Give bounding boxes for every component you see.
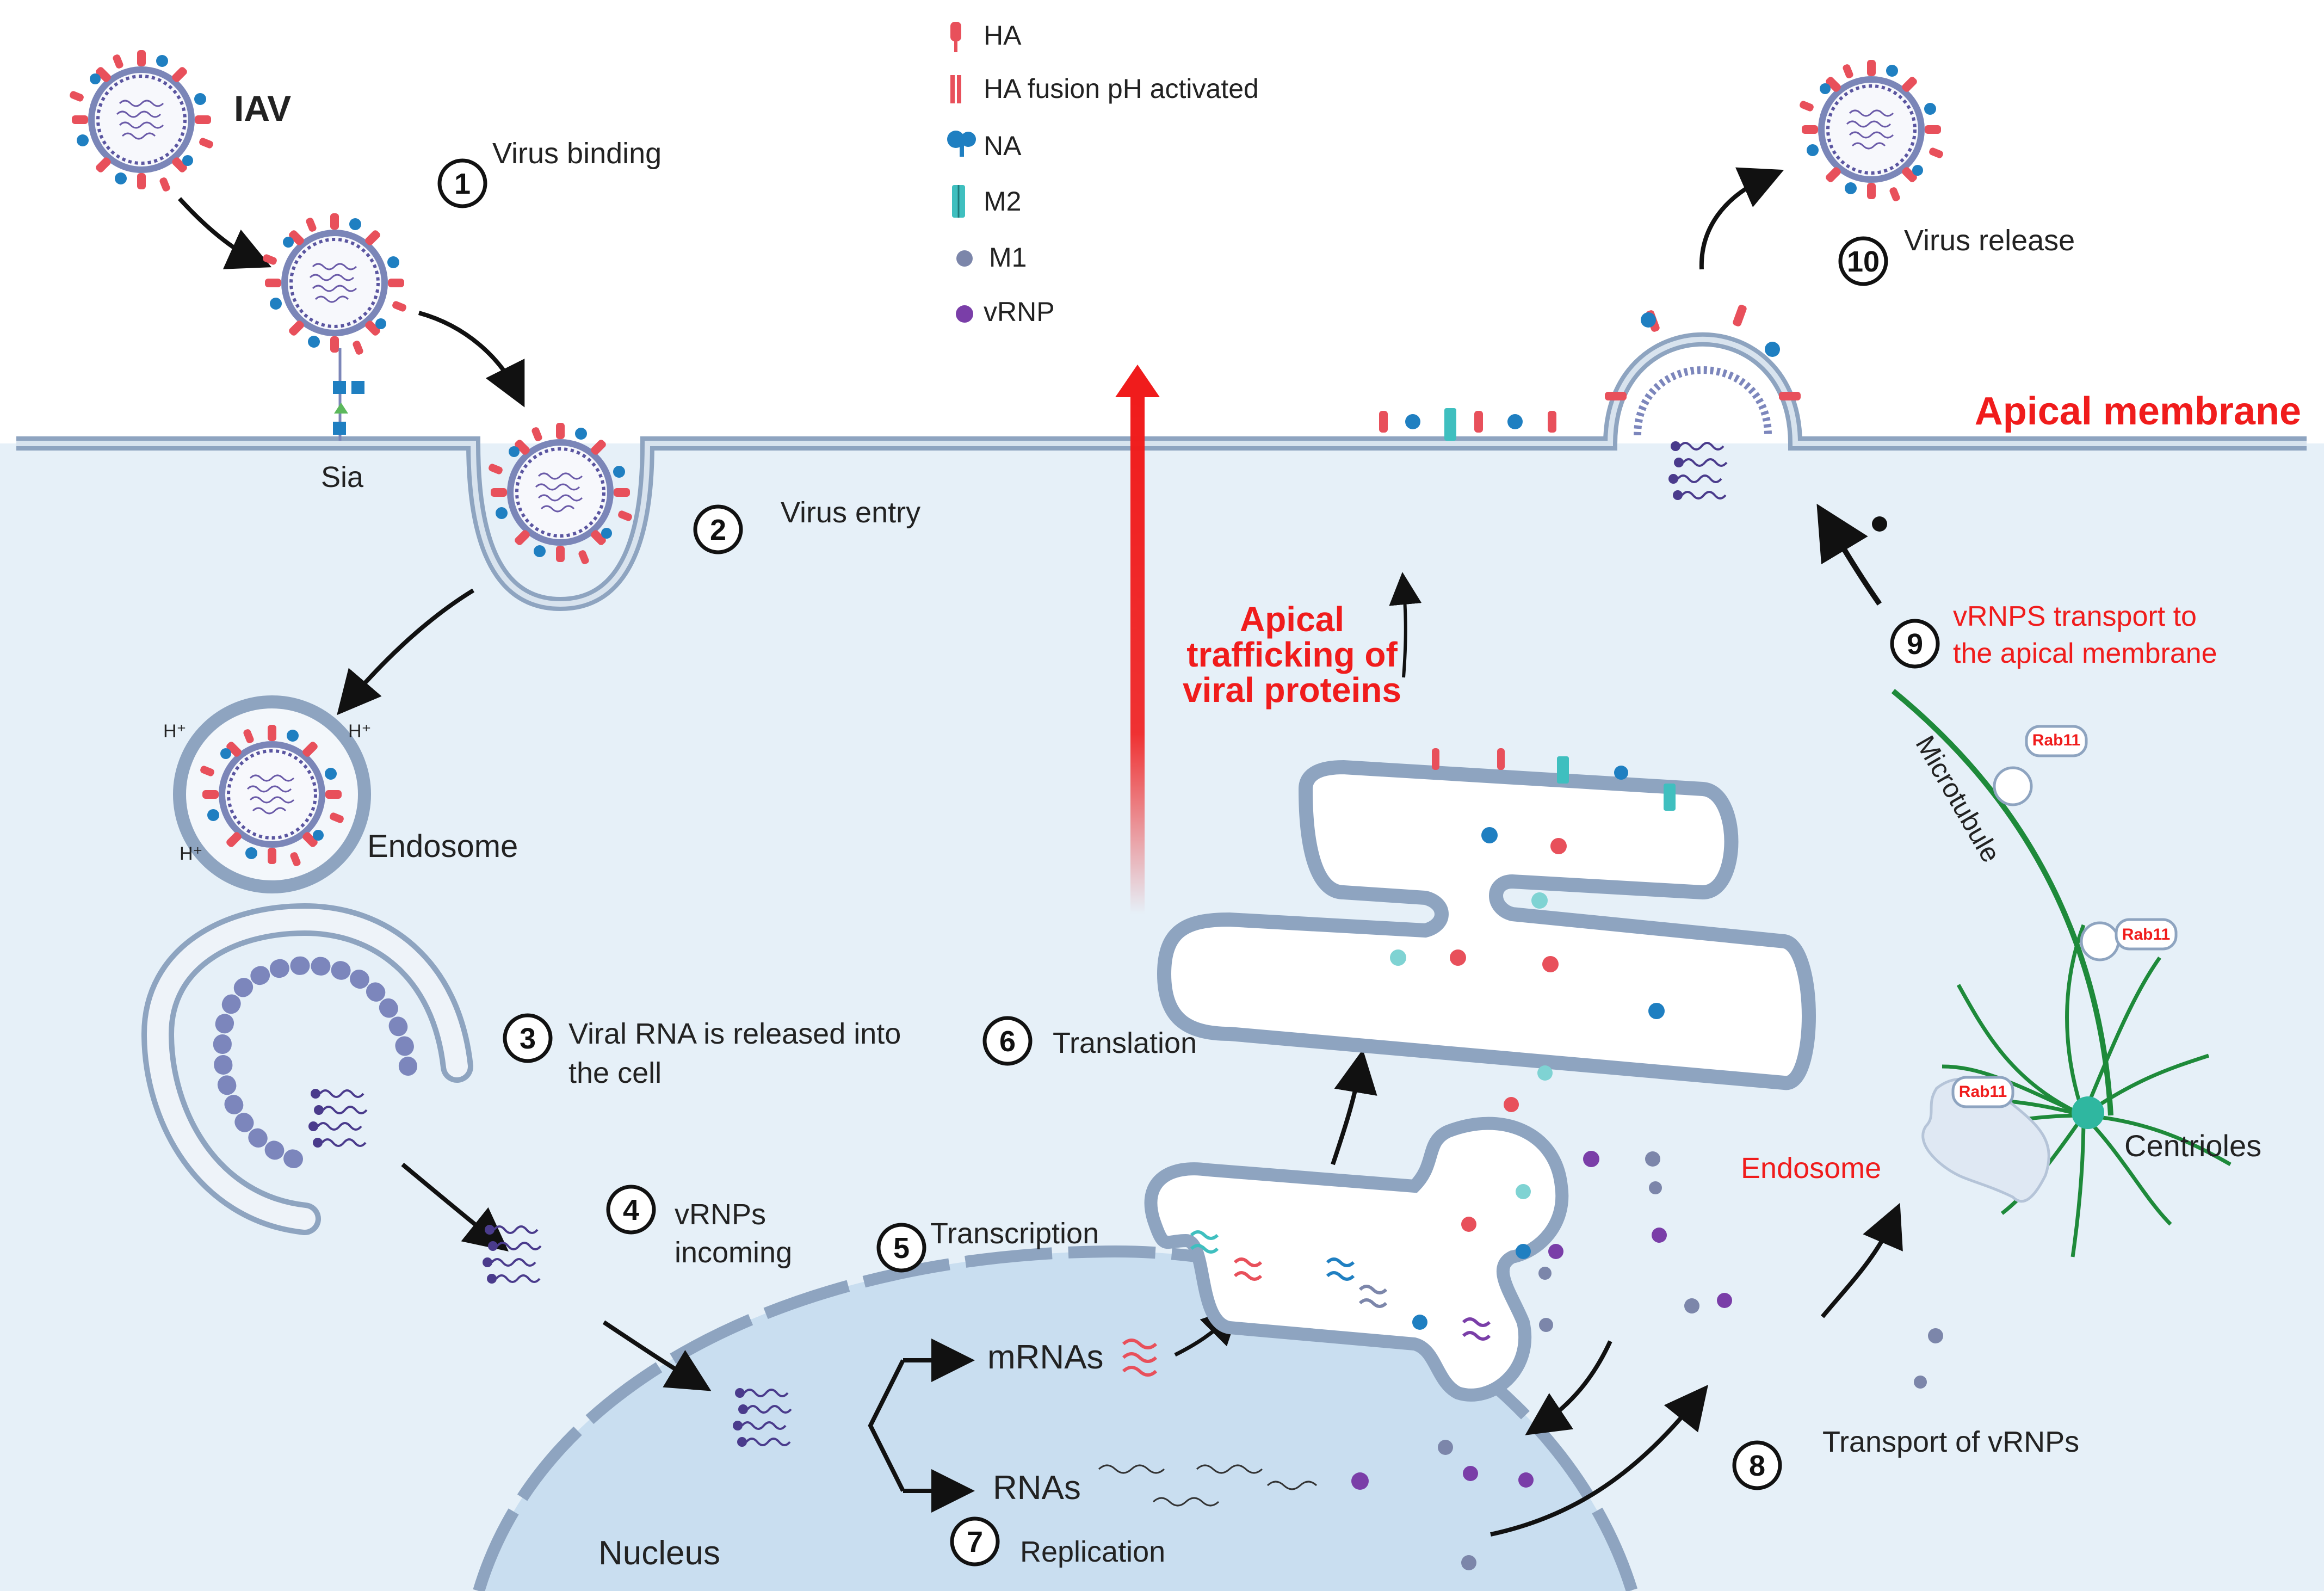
arrow-10 — [1699, 167, 1784, 270]
golgi-apparatus — [1157, 760, 1816, 1090]
step-1-number: 1 — [454, 168, 471, 200]
sialic-acid-receptor — [333, 348, 364, 441]
legend-label-ha: HA — [984, 20, 1022, 51]
step-2-badge — [693, 504, 743, 554]
microtubule-aster — [1891, 689, 2232, 1257]
rnas-label: RNAs — [993, 1469, 1081, 1507]
svg-text:Rab11: Rab11 — [1959, 1083, 2007, 1101]
step-9-text-2: the apical membrane — [1953, 638, 2217, 669]
arrow-8b — [1820, 1202, 1903, 1318]
step-2-text: Virus entry — [781, 496, 920, 529]
legend-label-na: NA — [984, 131, 1022, 161]
mrnas-label: mRNAs — [987, 1339, 1104, 1376]
legend-label-m2: M2 — [984, 186, 1021, 217]
endosome-label: Endosome — [367, 829, 518, 864]
endoplasmic-reticulum — [1144, 1117, 1569, 1402]
centriole-icon — [2072, 1096, 2104, 1129]
step-9-number: 9 — [1907, 628, 1923, 661]
step-8-badge — [1732, 1440, 1782, 1490]
step-7-badge — [950, 1516, 1000, 1567]
iav-label: IAV — [234, 88, 291, 128]
sia-label: Sia — [321, 461, 364, 494]
step-7-text: Replication — [1020, 1535, 1165, 1568]
step-10-text: Virus release — [1904, 224, 2075, 257]
arrow-1 — [178, 197, 272, 269]
step-1-text: Virus binding — [492, 137, 662, 170]
apical-trafficking-arrow — [1130, 397, 1145, 914]
arrow-2 — [418, 311, 525, 408]
step-8-number: 8 — [1749, 1450, 1765, 1482]
step-10-number: 10 — [1847, 245, 1880, 278]
step-2-number: 2 — [710, 514, 726, 546]
step-3-text-1: Viral RNA is released into — [568, 1017, 901, 1050]
step-10-badge — [1838, 236, 1888, 286]
arrow-6 — [1331, 1049, 1377, 1166]
ha-fusion-icon — [950, 75, 961, 103]
nuclear-envelope — [473, 1245, 1638, 1591]
proton-label: H⁺ — [163, 721, 187, 742]
step-4-badge — [606, 1185, 656, 1235]
step-4-text-1: vRNPs — [675, 1198, 766, 1231]
step-6-number: 6 — [999, 1025, 1016, 1058]
step-4-text-2: incoming — [675, 1236, 792, 1269]
na-icon — [947, 131, 976, 157]
endosome-right-label: Endosome — [1741, 1152, 1881, 1185]
arrow-er-out — [1525, 1340, 1612, 1435]
arrow-3 — [337, 588, 475, 716]
mrna-icon — [1122, 1339, 1158, 1377]
step-5-badge — [876, 1223, 926, 1273]
arrow-5 — [602, 1320, 712, 1391]
vrnp-icon — [956, 305, 973, 323]
arrow-4 — [401, 1162, 509, 1251]
membrane-proteins — [1379, 408, 1556, 441]
released-virion — [1798, 60, 1944, 202]
iav-virion — [69, 50, 214, 193]
step-5-number: 5 — [893, 1232, 910, 1265]
step-6-badge — [982, 1016, 1033, 1066]
cell-cytoplasm — [0, 443, 2324, 1591]
rna-squiggles — [1098, 1464, 1318, 1507]
rab11-vesicle: Rab11 — [2080, 918, 2178, 961]
legend-label-vrnp: vRNP — [984, 297, 1055, 327]
svg-text:viral proteins: viral proteins — [1183, 670, 1401, 710]
ha-icon — [950, 22, 961, 52]
step-9-badge — [1890, 619, 1940, 669]
step-6-text: Translation — [1053, 1027, 1197, 1059]
arrow-8 — [1490, 1385, 1708, 1537]
centrioles-label: Centrioles — [2124, 1128, 2261, 1163]
step-7-number: 7 — [967, 1526, 983, 1558]
svg-text:Rab11: Rab11 — [2122, 926, 2170, 943]
golgi-surface-proteins — [1432, 748, 1676, 811]
step-3-badge — [503, 1013, 553, 1063]
proton-label: H⁺ — [348, 721, 372, 742]
svg-text:trafficking of: trafficking of — [1186, 635, 1398, 674]
arrow-trafficking — [1389, 572, 1422, 678]
step-3-number: 3 — [520, 1022, 536, 1055]
binding-virion — [262, 213, 407, 356]
step-4-number: 4 — [623, 1194, 639, 1226]
arrow-9 — [1816, 503, 1882, 606]
rab11-vesicle: Rab11 — [1993, 725, 2088, 806]
proton-label: H⁺ — [180, 843, 203, 864]
legend: HA HA fusion pH activated NA M2 M1 vRNP — [947, 20, 1259, 327]
apical-membrane-label: Apical membrane — [1975, 390, 2301, 433]
step-5-text: Transcription — [930, 1217, 1099, 1250]
step-1-badge — [437, 158, 487, 208]
svg-text:Apical: Apical — [1240, 600, 1344, 639]
nucleus-label: Nucleus — [598, 1534, 720, 1572]
svg-text:Rab11: Rab11 — [2032, 731, 2080, 749]
apical-trafficking-label: Apical trafficking of viral proteins — [1183, 600, 1401, 710]
legend-label-m1: M1 — [989, 242, 1027, 273]
m2-icon — [952, 185, 965, 218]
step-8-text: Transport of vRNPs — [1822, 1426, 2079, 1458]
step-9-text-1: vRNPS transport to — [1953, 601, 2197, 632]
branch-arrow — [868, 1359, 905, 1492]
m1-icon — [956, 250, 973, 267]
step-3-text-2: the cell — [568, 1057, 662, 1089]
legend-label-ha-fusion: HA fusion pH activated — [984, 73, 1259, 104]
